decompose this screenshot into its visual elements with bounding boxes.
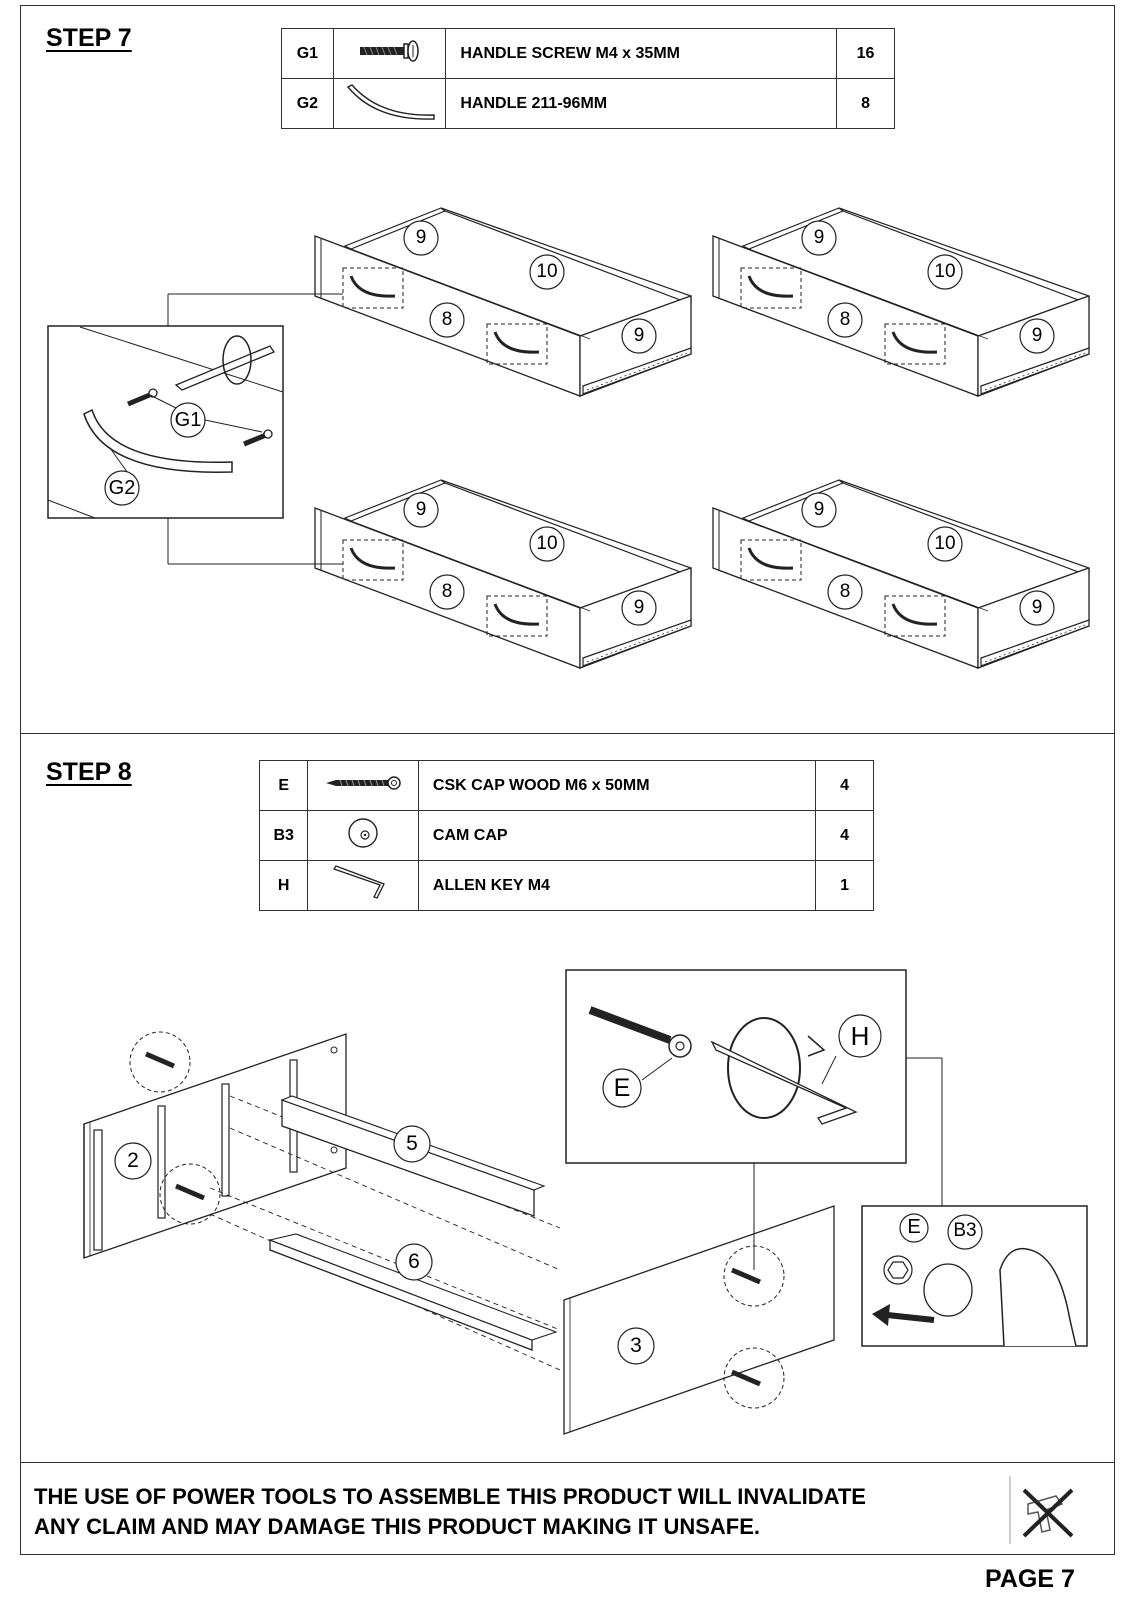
part-qty: 4 [815,810,874,861]
drawer-label-back: 10 [536,261,558,282]
drawer-label-front: 8 [441,309,453,330]
drawer-label-side: 9 [415,227,427,248]
warning-line-2: ANY CLAIM AND MAY DAMAGE THIS PRODUCT MA… [34,1514,761,1539]
drawer-label-side: 9 [1031,597,1043,618]
detail-label-handle: G2 [108,477,136,499]
part-code: G2 [281,78,334,129]
drawer-label-back: 10 [934,261,956,282]
panel-label-rail-bottom: 6 [408,1250,420,1273]
part-description: HANDLE SCREW M4 x 35MM [445,28,838,79]
screw-icon [332,28,447,79]
part-code: H [258,860,309,911]
drawer-label-side: 9 [813,499,825,520]
drawer-label-back: 10 [536,533,558,554]
drawer-label-side: 9 [813,227,825,248]
handle-icon [332,78,447,129]
no-power-tools-icon [1006,1474,1082,1546]
drawer-label-back: 10 [934,533,956,554]
panel-label-left: 2 [127,1149,139,1172]
part-description: CSK CAP WOOD M6 x 50MM [417,760,817,811]
part-code: B3 [258,810,309,861]
detail-label-cap: B3 [953,1220,977,1241]
parts-row-e: E CSK CAP WOOD M6 x 50MM 4 [258,760,874,811]
parts-row-b3: B3 CAM CAP 4 [258,810,874,861]
detail-label-screw: G1 [174,409,202,431]
panel-label-right: 3 [630,1334,642,1357]
part-description: CAM CAP [417,810,817,861]
part-qty: 8 [836,78,895,129]
part-code: G1 [281,28,334,79]
drawer-label-front: 8 [839,309,851,330]
detail-label-cap-screw: E [907,1216,921,1238]
step8-title: STEP 8 [46,758,132,786]
step8-parts-table: E CSK CAP WOOD M6 x 50MM 4 B3 CAM CAP 4 … [258,760,874,911]
part-qty: 1 [815,860,874,911]
step7-title: STEP 7 [46,24,132,52]
drawer-label-side: 9 [415,499,427,520]
parts-row-h: H ALLEN KEY M4 1 [258,860,874,911]
part-qty: 4 [815,760,874,811]
step-divider [20,733,1115,734]
warning-line-1: THE USE OF POWER TOOLS TO ASSEMBLE THIS … [34,1484,866,1509]
part-description: ALLEN KEY M4 [417,860,817,911]
detail-label-screw-e: E [613,1074,631,1102]
drawer-label-side: 9 [1031,325,1043,346]
footer-divider [20,1462,1115,1463]
power-tools-warning: THE USE OF POWER TOOLS TO ASSEMBLE THIS … [34,1482,994,1542]
part-qty: 16 [836,28,895,79]
step7-parts-table: G1 HANDLE SCREW M4 x 35MM 16 G2 HANDLE 2… [281,28,895,129]
page-number: PAGE 7 [985,1565,1075,1593]
wood-screw-icon [307,760,419,811]
drawer-label-side: 9 [633,325,645,346]
allen-key-icon [307,860,419,911]
detail-label-key-h: H [850,1021,870,1051]
parts-row-g2: G2 HANDLE 211-96MM 8 [281,78,895,129]
cam-cap-icon [307,810,419,861]
drawer-label-front: 8 [441,581,453,602]
page-frame [20,5,1115,1555]
drawer-label-side: 9 [633,597,645,618]
part-description: HANDLE 211-96MM [445,78,838,129]
part-code: E [258,760,309,811]
drawer-label-front: 8 [839,581,851,602]
parts-row-g1: G1 HANDLE SCREW M4 x 35MM 16 [281,28,895,79]
panel-label-rail-top: 5 [406,1132,418,1155]
